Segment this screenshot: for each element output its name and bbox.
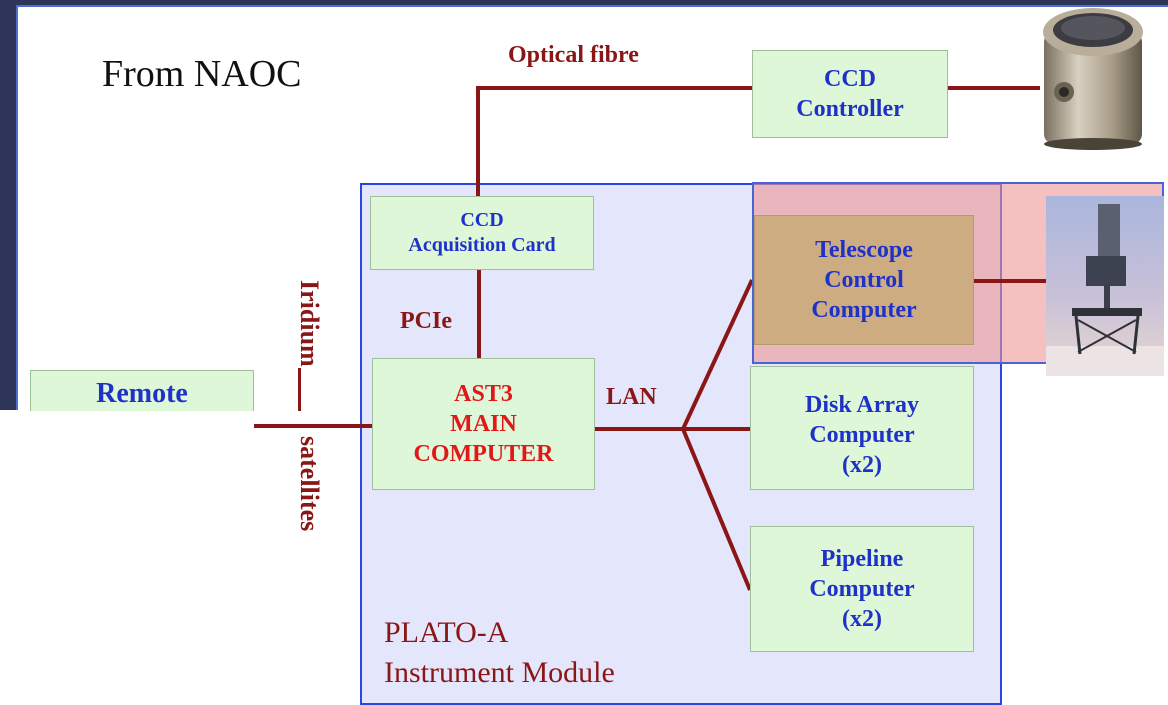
telescope-photo [1046,196,1164,376]
iridium-label: Iridium [295,280,324,367]
ccd-acquisition-card-box: CCD Acquisition Card [370,196,594,270]
ccd-camera-icon [1043,8,1143,150]
disk-array-computer-box: Disk Array Computer (x2) [750,366,974,490]
blank-region [0,411,360,704]
lan-to-disk-array [683,427,751,431]
pcie-label: PCIe [400,308,452,334]
slide-frame-left [0,0,16,410]
telescope-control-computer-box: Telescope Control Computer [754,215,974,345]
remote-box: Remote [30,370,254,412]
ast3-main-computer-box: AST3 MAIN COMPUTER [372,358,595,490]
pcie-link [477,270,481,360]
source-note: From NAOC [102,53,302,95]
module-title-line2: Instrument Module [384,656,615,689]
telescope-to-photo [974,279,1046,283]
slide-frame-left-edge [16,5,18,410]
optical-fibre-horizontal [476,86,752,90]
lan-label: LAN [606,384,657,410]
slide-frame-top-edge [16,5,1168,7]
controller-to-camera [948,86,1040,90]
slide-frame-top [0,0,1168,5]
satellites-label: satellites [295,436,324,532]
optical-fibre-label: Optical fibre [508,42,639,68]
lan-trunk [595,427,683,431]
iridium-divider [298,368,301,412]
ccd-controller-box: CCD Controller [752,50,948,138]
optical-fibre-vertical [476,88,480,198]
module-title-line1: PLATO-A [384,616,509,649]
pipeline-computer-box: Pipeline Computer (x2) [750,526,974,652]
iridium-link-lower [254,424,372,428]
